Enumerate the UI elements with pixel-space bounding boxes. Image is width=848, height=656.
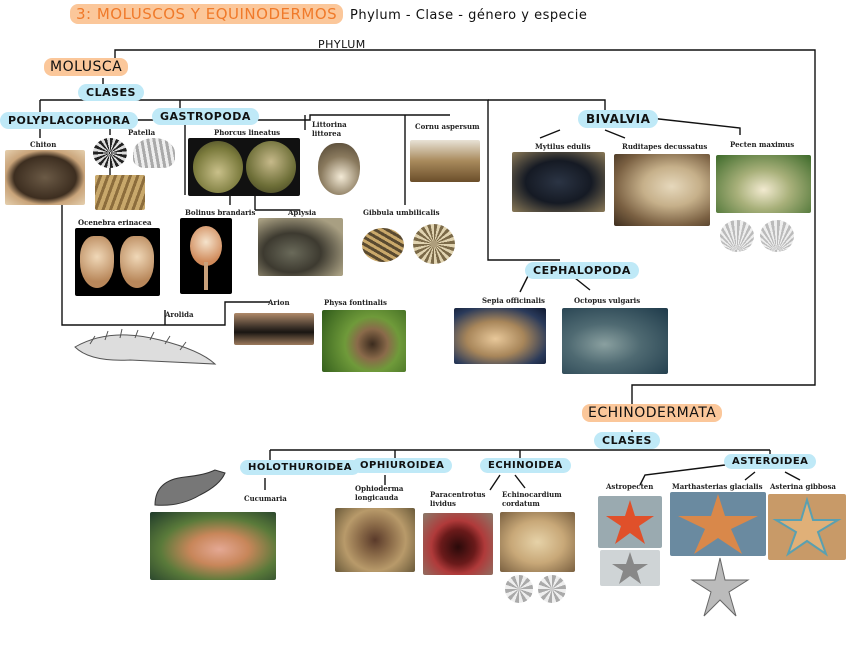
holothuroidea-label: HOLOTHUROIDEA bbox=[240, 460, 360, 475]
species-paracentrotus-lividus: Paracentrotus lividus bbox=[430, 490, 486, 508]
bivalvia-branches bbox=[539, 117, 741, 139]
photo-asterina-gibbosa bbox=[768, 494, 846, 560]
ophiuroidea-label: OPHIUROIDEA bbox=[352, 458, 453, 473]
photo-astropecten-2 bbox=[600, 550, 660, 586]
asteroidea-label: ASTEROIDEA bbox=[724, 454, 817, 469]
phylum-bar bbox=[114, 49, 816, 412]
photo-phorcus-lineatus bbox=[188, 138, 300, 196]
photo-cornu-aspersum bbox=[410, 140, 480, 182]
photo-patella-1 bbox=[93, 138, 127, 168]
photo-physa-fontinalis bbox=[322, 310, 406, 372]
echinodermata-label: ECHINODERMATA bbox=[582, 404, 723, 422]
photo-littorina-littorea bbox=[318, 143, 360, 195]
photo-chiton bbox=[5, 150, 85, 205]
photo-aplysia bbox=[258, 218, 343, 276]
echinoidea-label: ECHINOIDEA bbox=[480, 458, 571, 473]
species-cucumaria: Cucumaria bbox=[244, 494, 287, 503]
species-chiton: Chiton bbox=[30, 140, 57, 149]
drawing-marthasterias bbox=[690, 556, 750, 618]
species-bolinus-brandaris: Bolinus brandaris bbox=[185, 208, 256, 217]
species-ocenebra-erinacea: Ocenebra erinacea bbox=[78, 218, 152, 227]
photo-sepia-officinalis bbox=[454, 308, 546, 364]
photo-arion bbox=[234, 313, 314, 345]
species-littorina-littorea: Littorina littorea bbox=[312, 120, 347, 138]
photo-ophioderma-longicauda bbox=[335, 508, 415, 572]
page-subtitle: Phylum - Clase - género y especie bbox=[350, 8, 588, 23]
species-ophioderma-longicauda: Ophioderma longicauda bbox=[355, 484, 404, 502]
photo-pecten-shell-1 bbox=[720, 220, 754, 252]
photo-cucumaria bbox=[150, 512, 276, 580]
species-echinocardium-cordatum: Echinocardium cordatum bbox=[502, 490, 562, 508]
drawing-cucumaria bbox=[150, 465, 230, 510]
species-marthasterias-glacialis: Marthasterias glacialis bbox=[672, 482, 763, 491]
echinodermata-classes-bar bbox=[269, 449, 771, 460]
photo-astropecten bbox=[598, 496, 662, 548]
photo-paracentrotus-lividus bbox=[423, 513, 493, 575]
photo-bolinus-brandaris bbox=[180, 218, 232, 294]
mollusca-clases-label: CLASES bbox=[78, 84, 144, 101]
photo-patella-3 bbox=[95, 175, 145, 210]
species-astropecten: Astropecten bbox=[606, 482, 654, 491]
species-ruditapes-decussatus: Ruditapes decussatus bbox=[622, 142, 708, 151]
drawing-echinocardium-1 bbox=[505, 575, 533, 603]
echinodermata-branches bbox=[264, 464, 801, 491]
species-cornu-aspersum: Cornu aspersum bbox=[415, 122, 480, 131]
photo-ruditapes-decussatus bbox=[614, 154, 710, 226]
photo-marthasterias-glacialis bbox=[670, 492, 766, 556]
gastropoda-label: GASTROPODA bbox=[152, 108, 259, 125]
echinodermata-clases-label: CLASES bbox=[594, 432, 660, 449]
species-patella: Patella bbox=[128, 128, 156, 137]
photo-pecten-shell-2 bbox=[760, 220, 794, 252]
species-octopus-vulgaris: Octopus vulgaris bbox=[574, 296, 641, 305]
photo-mytilus-edulis bbox=[512, 152, 605, 212]
species-aplysia: Aplysia bbox=[288, 208, 317, 217]
photo-ocenebra-erinacea bbox=[75, 228, 160, 296]
species-phorcus-lineatus: Phorcus lineatus bbox=[214, 128, 281, 137]
photo-gibbula-umbilicalis-1 bbox=[362, 228, 404, 262]
photo-patella-2 bbox=[133, 138, 175, 168]
page-title: 3: MOLUSCOS Y EQUINODERMOS bbox=[70, 4, 344, 24]
species-gibbula-umbilicalis: Gibbula umbilicalis bbox=[363, 208, 440, 217]
drawing-echinocardium-2 bbox=[538, 575, 566, 603]
cephalopoda-label: CEPHALOPODA bbox=[525, 262, 639, 279]
mollusca-label: MOLUSCA bbox=[44, 58, 129, 76]
species-mytilus-edulis: Mytilus edulis bbox=[535, 142, 591, 151]
species-arolida: Arolida bbox=[165, 310, 194, 319]
bivalvia-label: BIVALVIA bbox=[578, 110, 659, 128]
species-physa-fontinalis: Physa fontinalis bbox=[324, 298, 387, 307]
species-pecten-maximus: Pecten maximus bbox=[730, 140, 795, 149]
drawing-arolida bbox=[70, 322, 220, 370]
bivalvia-connector bbox=[488, 99, 606, 112]
photo-octopus-vulgaris bbox=[562, 308, 668, 374]
photo-pecten-maximus bbox=[716, 155, 811, 213]
species-sepia-officinalis: Sepia officinalis bbox=[482, 296, 545, 305]
photo-echinocardium-cordatum bbox=[500, 512, 575, 572]
species-asterina-gibbosa: Asterina gibbosa bbox=[770, 482, 836, 491]
photo-gibbula-umbilicalis-2 bbox=[413, 224, 455, 264]
species-arion: Arion bbox=[268, 298, 290, 307]
polyplacophora-label: POLYPLACOPHORA bbox=[0, 112, 139, 129]
phylum-label: PHYLUM bbox=[318, 38, 366, 51]
